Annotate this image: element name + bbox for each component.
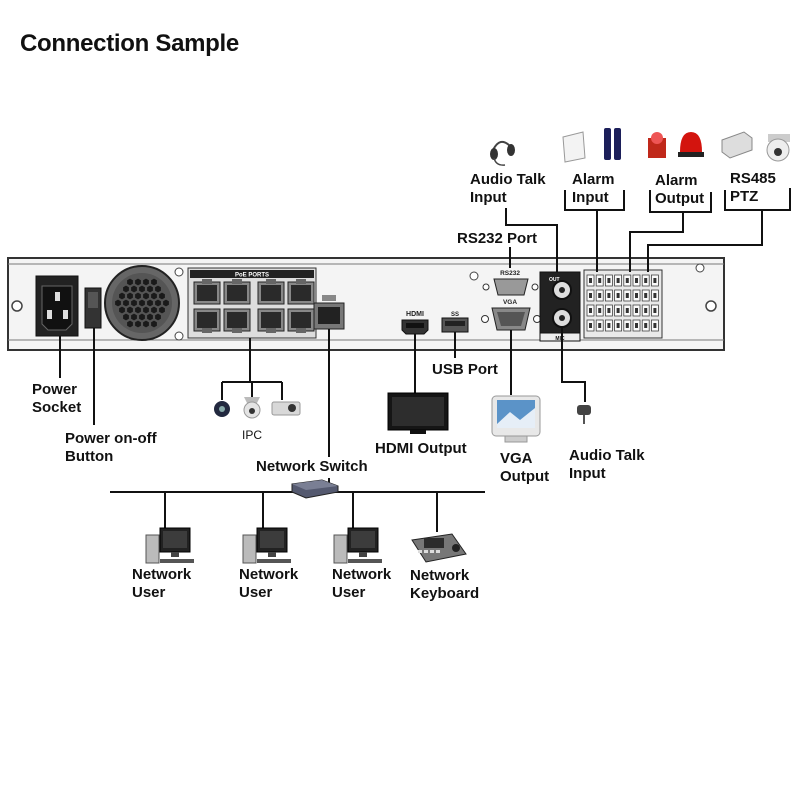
power-socket — [35, 275, 79, 337]
keyboard-controller-icon — [411, 533, 467, 563]
poe-ports-text: PoE PORTS — [235, 273, 269, 279]
computer-icon — [333, 527, 382, 564]
poe-port — [257, 308, 285, 333]
audio-block: OUT MIC — [539, 271, 581, 342]
poe-port — [287, 279, 315, 305]
rs232-port-label: RS232 Port — [457, 230, 538, 247]
poe-port — [257, 279, 285, 305]
headset-icon — [490, 140, 515, 166]
microphone-icon — [577, 405, 591, 424]
poe-port-block: PoE PORTS — [187, 267, 317, 339]
power-switch — [84, 287, 102, 329]
ip-camera-icon — [214, 397, 301, 419]
rs232-port: RS232 — [482, 270, 539, 296]
network-switch-label: Network Switch — [256, 458, 368, 475]
alarm-siren-icon — [648, 132, 704, 158]
hdmi-panel-text: HDMI — [406, 311, 424, 318]
poe-port — [223, 279, 251, 305]
terminal-block — [583, 269, 663, 339]
computer-icon — [242, 527, 291, 564]
fan-vent — [104, 265, 180, 341]
monitor-icon — [387, 392, 449, 434]
mic-panel-text: MIC — [555, 336, 565, 342]
vga-monitor-icon — [491, 395, 541, 443]
usb-port-label: USB Port — [432, 361, 498, 378]
diagram-title: Connection Sample — [20, 30, 239, 57]
usb-panel-text: SS — [451, 312, 459, 318]
poe-port — [193, 308, 221, 333]
computer-icon — [145, 527, 194, 564]
vga-panel-text: VGA — [503, 299, 517, 306]
alarm-sensor-icon — [562, 128, 621, 163]
poe-port — [223, 308, 251, 333]
poe-port — [287, 308, 315, 333]
vga-port: VGA — [481, 299, 541, 331]
ipc-label: IPC — [242, 428, 263, 442]
poe-port — [193, 279, 221, 305]
ptz-camera-icon — [721, 131, 790, 162]
connection-lines — [59, 208, 763, 532]
hdmi-port: HDMI — [401, 311, 429, 335]
out-panel-text: OUT — [549, 277, 560, 283]
rs232-panel-text: RS232 — [500, 270, 520, 277]
network-switch-icon — [291, 479, 339, 499]
hdmi-output-label: HDMI Output — [375, 440, 467, 457]
label-boxes — [564, 188, 791, 213]
